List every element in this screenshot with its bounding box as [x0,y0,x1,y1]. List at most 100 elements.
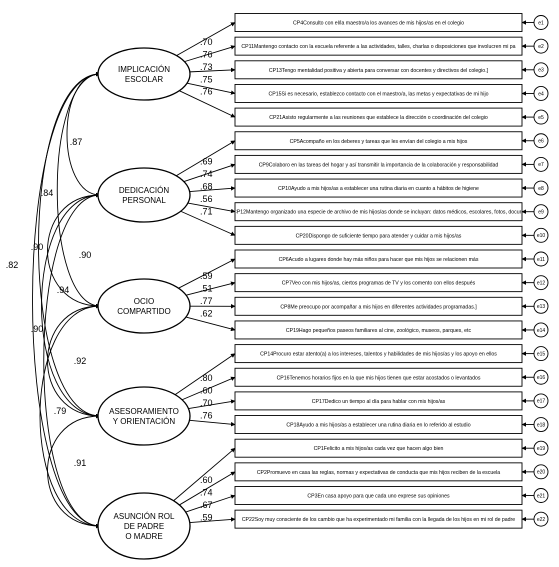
item-text: CP13Tengo mentalidad positiva y abierta … [269,68,489,74]
error-term: e20 [533,464,549,480]
item-text: CP10Ayudo a mis hijos/as a establecer un… [278,186,479,192]
item-box: CP22Soy muy consciente de los cambio que… [234,509,523,529]
error-term: e4 [533,85,549,101]
loading-path [185,494,236,513]
item-box: CP16Tenemos horarios fijos en la que mis… [234,367,523,387]
factor-label-line: PERSONAL [122,196,166,205]
correlation-arc [47,413,101,529]
correlation-value: .82 [6,260,19,270]
item-text: CP2Promuevo en casa las reglas, normas y… [257,470,500,476]
loading-path [189,67,236,73]
loading-path [189,517,236,524]
loading-value: .74 [200,169,213,179]
factor-label-line: O MADRE [125,532,162,541]
error-label: e8 [538,186,544,192]
correlation-arc [41,192,101,419]
factor-label-line: ASESORAMIENTO [109,407,179,416]
loading-value: .69 [200,156,213,166]
item-text: CP19Hago pequeños paseos familiares al c… [286,328,472,334]
loading-value: .67 [200,500,213,510]
factor-label-line: ASUNCIÓN ROL [114,512,175,521]
correlation-value: .91 [74,458,87,468]
factor-label-line: OCIO [134,297,154,306]
loading-value: .68 [200,181,213,191]
correlation-value: .94 [57,285,70,295]
correlation-value: .79 [54,406,67,416]
error-label: e21 [537,493,546,499]
item-text: CP22Soy muy consciente de los cambio que… [242,517,515,523]
item-box: CP8Me preocupo por acompañar a mis hijos… [234,296,523,316]
item-text: CP3En casa apoyo para que cada uno expre… [307,494,450,500]
item-text: CP15Si es necesario, establezco contacto… [268,91,488,97]
item-box: CP17Dedico un tiempo al día para hablar … [234,391,523,411]
error-term: e7 [533,156,549,172]
error-label: e22 [537,517,546,523]
item-box: CP20Dispongo de suficiente tiempo para a… [234,225,523,245]
correlation-arc [32,71,101,529]
correlation-arc [56,71,101,309]
error-term: e5 [533,109,549,125]
error-term: e17 [533,393,549,409]
loading-path [180,210,236,236]
loading-value: .76 [200,411,213,421]
correlation-value: .90 [79,250,92,260]
factor-label-line: IMPLICACIÓN [118,65,170,74]
error-term: e16 [533,369,549,385]
loading-path [185,316,236,332]
item-box: CP4Consulto con el/la maestro/a los avan… [234,13,523,32]
item-text: CP1Felicito a mis hijos/as cada vez que … [314,446,444,452]
correlation-value: .84 [41,188,54,198]
error-term: e6 [533,133,549,149]
error-term: e10 [533,227,549,243]
loading-path [176,140,236,177]
item-text: CP21Asisto regularmente a las reuniones … [269,115,488,121]
error-label: e13 [537,304,546,310]
loading-value: .62 [200,309,213,319]
loading-value: .60 [200,475,213,485]
factor-label-line: DE PADRE [124,522,164,531]
error-label: e15 [537,351,546,357]
loading-path [173,447,236,502]
item-box: CP9Colaboro en las tareas del hogar y as… [234,154,523,174]
item-box: CP19Hago pequeños paseos familiares al c… [234,320,523,340]
factor-label-line: DEDICACIÓN [119,186,169,195]
loading-value: .74 [200,487,213,497]
item-box: CP13Tengo mentalidad positiva y abierta … [234,60,523,80]
loading-value: .70 [200,37,213,47]
item-text: CP7Veo con mis hijos/as, ciertos program… [282,281,476,287]
loading-value: .76 [200,49,213,59]
error-term: e3 [533,62,549,78]
loading-path [179,90,236,118]
item-text: CP5Acompaño en los deberes y tareas que … [290,139,468,145]
error-label: e12 [537,280,546,286]
error-term: e15 [533,346,549,362]
loading-path [184,45,236,63]
loading-value: .73 [200,62,213,72]
loading-value: .51 [200,284,213,294]
error-label: e14 [537,328,546,334]
loading-value: .77 [200,296,213,306]
item-box: CP14Procuro estar atento(a) a los intere… [234,344,523,364]
item-text: CP9Colaboro en las tareas del hogar y as… [259,162,499,168]
error-term: e2 [533,38,549,54]
loading-path [189,419,236,427]
loading-value: .59 [200,271,213,281]
item-text: CP6Acudo a lugares donde hay más niños p… [279,257,479,263]
error-term: e22 [533,511,549,527]
item-box: CP11Mantengo contacto con la escuela ref… [234,36,523,56]
item-text: CP16Tenemos horarios fijos en la que mis… [277,375,481,381]
error-label: e16 [537,375,546,381]
error-label: e10 [537,233,546,239]
item-box: CP12Mantengo organizado una especie de a… [234,202,523,222]
correlation-value: .90 [31,242,44,252]
loading-path [187,202,236,214]
loading-path [176,22,236,56]
loading-value: .56 [200,194,213,204]
loading-path [178,258,236,289]
